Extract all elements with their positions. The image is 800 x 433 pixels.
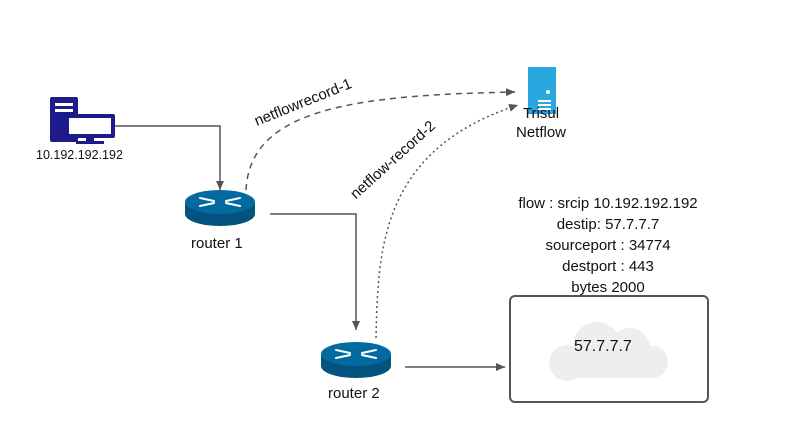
- router-icon: [321, 342, 391, 378]
- trisul-label-line1: Trisul: [522, 105, 560, 122]
- edge-host-to-router1: [98, 125, 224, 190]
- destination-ip-label: 57.7.7.7: [574, 338, 632, 355]
- router-icon: [185, 190, 255, 226]
- edge-router1-to-router2: [270, 213, 360, 330]
- desktop-computer-icon: [50, 97, 115, 144]
- trisul-label-line2: Netflow: [515, 124, 567, 141]
- flow-record-text: flow : srcip 10.192.192.192 destip: 57.7…: [496, 193, 720, 298]
- flow-line-destip: destip: 57.7.7.7: [556, 216, 660, 233]
- flow-line-bytes: bytes 2000: [571, 279, 645, 296]
- flow-line-srcip: flow : srcip 10.192.192.192: [518, 195, 698, 212]
- router1-label: router 1: [191, 235, 243, 252]
- edge-netflow-record-1: [245, 88, 516, 191]
- server-icon: [528, 67, 556, 114]
- trisul-netflow-label: Trisul Netflow: [500, 104, 582, 142]
- router2-label: router 2: [328, 385, 380, 402]
- flow-line-sourceport: sourceport : 34774: [545, 237, 671, 254]
- flow-line-destport: destport : 443: [562, 258, 654, 275]
- cloud-icon: [549, 322, 668, 381]
- host-ip-label: 10.192.192.192: [36, 148, 123, 162]
- edge-netflow-record-2: [375, 103, 519, 339]
